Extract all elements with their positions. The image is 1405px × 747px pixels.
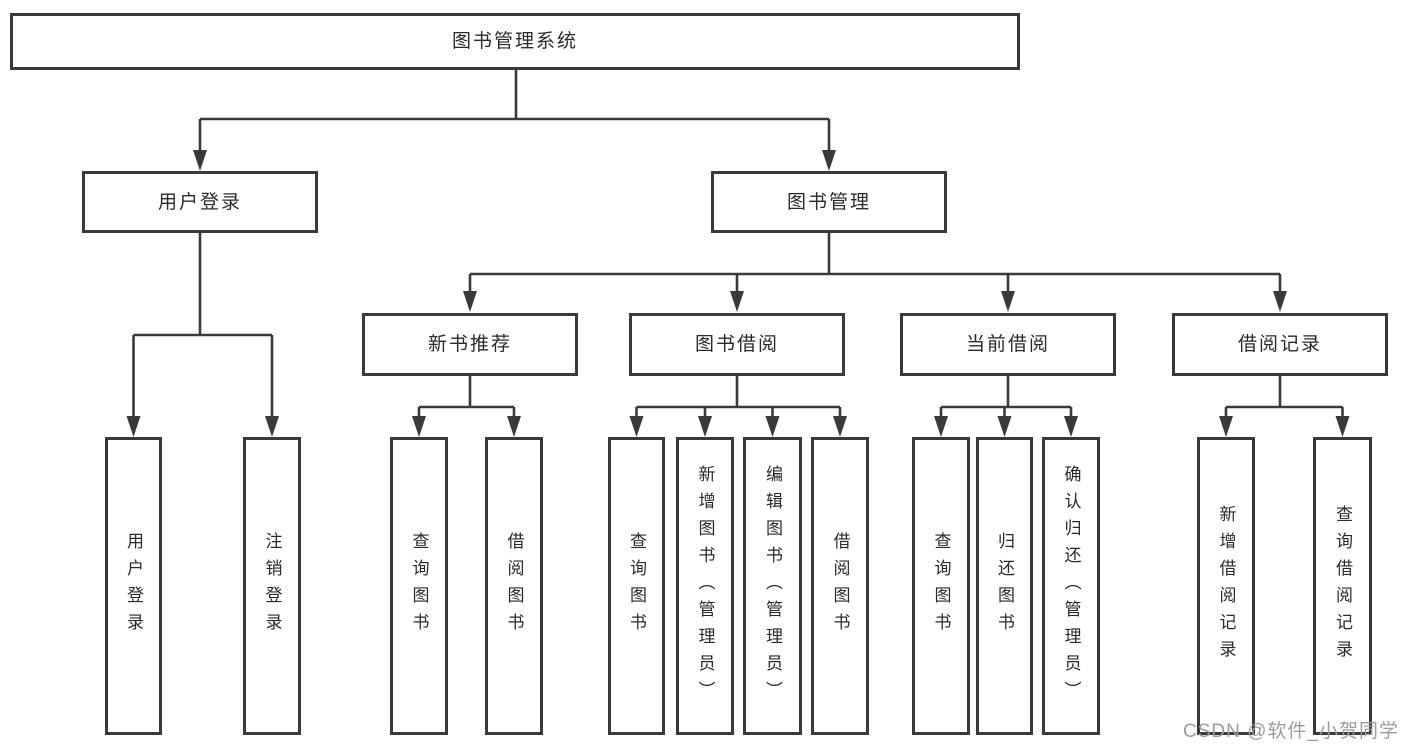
- arrowhead-down-icon: [265, 416, 279, 437]
- arrowhead-down-icon: [698, 416, 712, 437]
- arrowhead-down-icon: [1335, 416, 1350, 437]
- arrowhead-down-icon: [997, 416, 1012, 437]
- leaf-return-books: 归还图书: [976, 437, 1033, 735]
- connector-book-management-to-level3: [468, 233, 1282, 293]
- connector-current-borrow-children: [939, 376, 1073, 418]
- arrowhead-down-icon: [1064, 416, 1078, 437]
- arrowhead-down-icon: [126, 416, 141, 437]
- leaf-user-login: 用户登录: [105, 437, 162, 735]
- node-current-borrow: 当前借阅: [900, 313, 1116, 376]
- node-new-book-recommend: 新书推荐: [362, 313, 578, 376]
- arrowhead-down-icon: [1001, 291, 1015, 312]
- leaf-borrow-books-newbook: 借阅图书: [485, 437, 543, 735]
- arrowhead-down-icon: [833, 416, 847, 437]
- arrowhead-down-icon: [822, 150, 836, 171]
- leaf-logout: 注销登录: [243, 437, 301, 735]
- leaf-borrow-books: 借阅图书: [811, 437, 869, 735]
- node-user-login: 用户登录: [82, 171, 318, 233]
- arrowhead-down-icon: [412, 416, 426, 437]
- leaf-add-books-admin: 新增图书（管理员）: [676, 437, 734, 735]
- leaf-edit-books-admin: 编辑图书（管理员）: [743, 437, 802, 735]
- arrowhead-down-icon: [507, 416, 521, 437]
- arrowhead-down-icon: [934, 416, 948, 437]
- leaf-confirm-return-admin: 确认归还（管理员）: [1042, 437, 1100, 735]
- arrowhead-down-icon: [463, 291, 477, 312]
- arrowhead-down-icon: [765, 416, 780, 437]
- node-book-management: 图书管理: [711, 171, 947, 233]
- arrowhead-down-icon: [1219, 416, 1233, 437]
- connector-user-login-children: [132, 233, 274, 418]
- leaf-add-borrow-record: 新增借阅记录: [1197, 437, 1255, 735]
- connector-book-borrow-children: [635, 376, 842, 418]
- leaf-query-borrow-record: 查询借阅记录: [1313, 437, 1372, 735]
- arrowhead-down-icon: [193, 150, 207, 171]
- arrowhead-down-icon: [730, 291, 744, 312]
- watermark: CSDN @软件_小贺同学: [1183, 721, 1399, 742]
- arrowheads: [126, 150, 1350, 437]
- connector-lines: [132, 70, 1344, 418]
- node-book-borrow: 图书借阅: [629, 313, 845, 376]
- arrowhead-down-icon: [1273, 291, 1287, 312]
- arrowhead-down-icon: [629, 416, 644, 437]
- connector-root-to-level2: [198, 70, 831, 152]
- node-root: 图书管理系统: [10, 13, 1020, 70]
- connector-borrow-record-children: [1224, 376, 1344, 418]
- leaf-query-books-current: 查询图书: [912, 437, 970, 735]
- leaf-query-books-newbook: 查询图书: [390, 437, 448, 735]
- connector-new-book-children: [417, 376, 516, 418]
- node-borrow-records: 借阅记录: [1172, 313, 1388, 376]
- leaf-query-books-borrow: 查询图书: [608, 437, 665, 735]
